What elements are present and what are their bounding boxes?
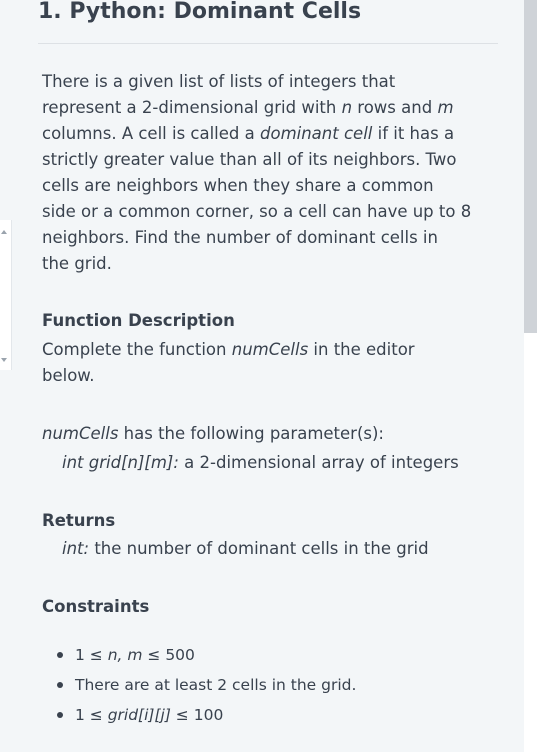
function-description-heading: Function Description [42, 311, 235, 330]
parameter-item: int grid[n][m]: a 2-dimensional array of… [62, 453, 459, 472]
description-line: neighbors. Find the number of dominant c… [42, 228, 438, 247]
italic-term: grid[i][j] [107, 706, 171, 724]
title-divider [38, 43, 498, 44]
italic-term: n [341, 98, 353, 117]
problem-description: There is a given list of lists of intege… [42, 69, 502, 277]
function-description-text-2: below. [42, 366, 95, 385]
chevron-down-icon[interactable] [1, 358, 7, 362]
scrollbar-thumb[interactable] [524, 0, 537, 333]
returns-item: int: the number of dominant cells in the… [62, 539, 429, 558]
constraint-item: 1 ≤ n, m ≤ 500 [42, 640, 356, 670]
constraint-item: There are at least 2 cells in the grid. [42, 670, 356, 700]
return-type: int: [62, 539, 90, 558]
parameter-type: int grid[n][m]: [62, 453, 179, 472]
italic-term: n, m [107, 646, 143, 664]
function-description-text: Complete the function numCells in the ed… [42, 340, 415, 359]
page-title: 1. Python: Dominant Cells [38, 0, 362, 24]
description-line: side or a common corner, so a cell can h… [42, 202, 472, 221]
description-line: There is a given list of lists of intege… [42, 72, 396, 91]
italic-term: dominant cell [260, 124, 373, 143]
constraint-text: 1 ≤ n, m ≤ 500 [75, 646, 195, 664]
parameter-desc: a 2-dimensional array of integers [178, 453, 459, 472]
bullet-icon [57, 682, 63, 688]
constraint-text: There are at least 2 cells in the grid. [75, 676, 357, 694]
return-desc: the number of dominant cells in the grid [89, 539, 429, 558]
constraints-heading: Constraints [42, 597, 150, 616]
constraint-text: 1 ≤ grid[i][j] ≤ 100 [75, 706, 224, 724]
italic-term: m [437, 98, 454, 117]
function-name: numCells [42, 424, 119, 443]
left-panel-edge[interactable] [0, 220, 12, 370]
constraint-item: 1 ≤ grid[i][j] ≤ 100 [42, 700, 356, 730]
problem-statement: 1. Python: Dominant Cells There is a giv… [12, 0, 524, 752]
chevron-up-icon[interactable] [1, 230, 7, 234]
bullet-icon [57, 712, 63, 718]
returns-heading: Returns [42, 511, 116, 530]
description-line: the grid. [42, 254, 112, 273]
bullet-icon [57, 652, 63, 658]
description-line: columns. A cell is called a dominant cel… [42, 124, 455, 143]
function-name: numCells [231, 340, 309, 359]
description-line: strictly greater value than all of its n… [42, 150, 457, 169]
description-line: cells are neighbors when they share a co… [42, 176, 434, 195]
parameters-intro: numCells has the following parameter(s): [42, 424, 384, 443]
vertical-scrollbar[interactable] [524, 0, 537, 752]
description-line: represent a 2-dimensional grid with n ro… [42, 98, 454, 117]
